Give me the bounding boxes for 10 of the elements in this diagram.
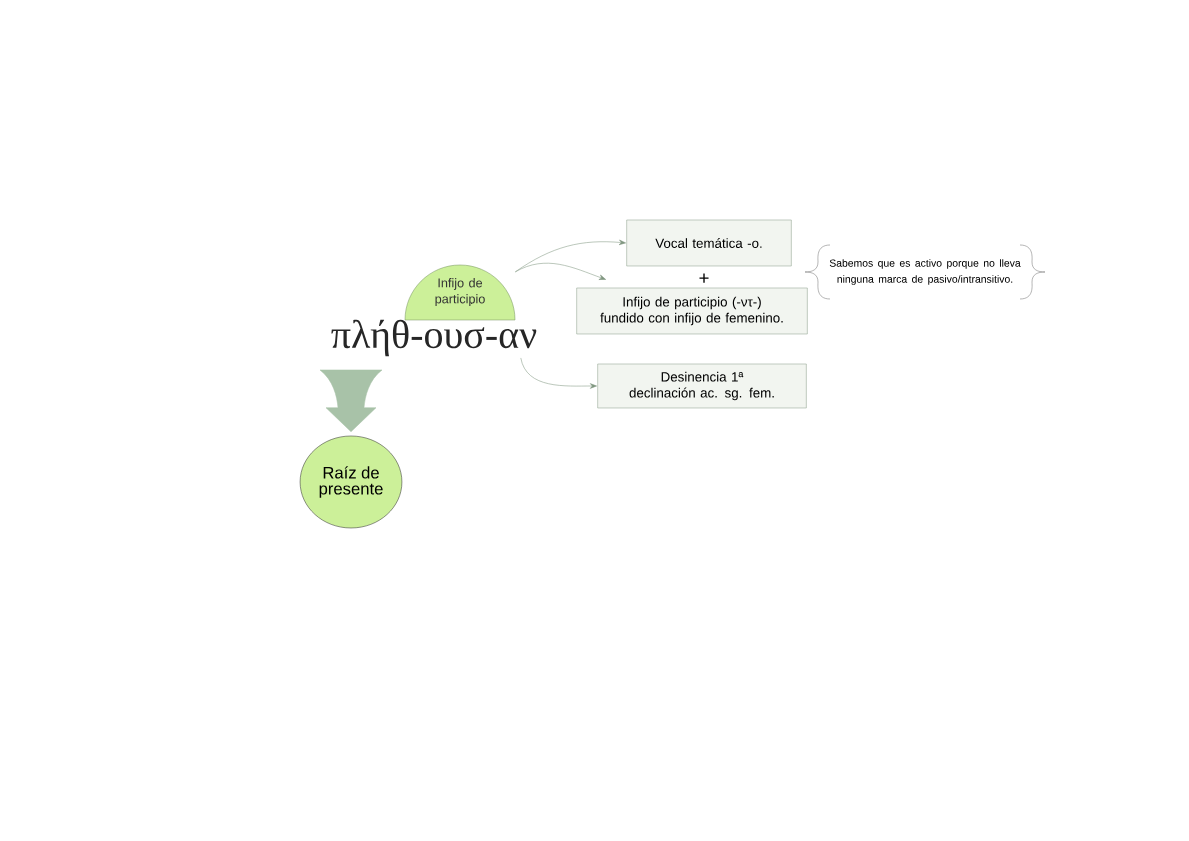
text-box: Desinencia 1ª declinación ac. sg. fem. [597,363,807,409]
text-box: Infijo de participio (-ντ-) fundido con infijo de femenino. [576,287,808,335]
plus-sign: + [699,273,709,283]
arrow [515,262,606,280]
greek-word: πλήθ-ουσ-αν [331,319,537,357]
block-arrow [319,369,383,432]
braced-note: Sabemos que es activo porque no lleva ninguna marca de pasivo/intransitivo. [804,244,1046,300]
text-box: Vocal temática -ο. [626,219,792,267]
arrow [520,357,597,389]
arrow [515,239,626,273]
